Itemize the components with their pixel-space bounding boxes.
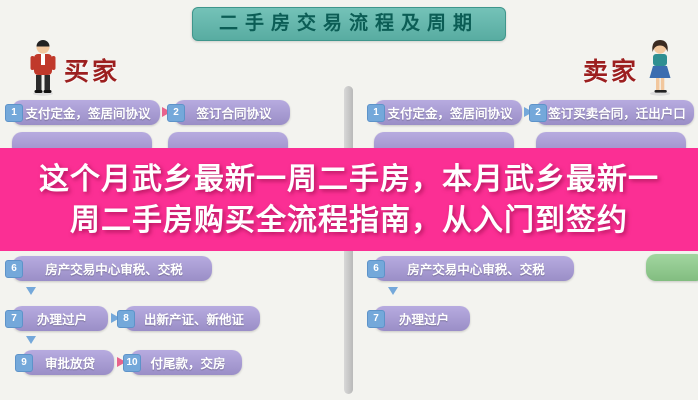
step-box: 6 房产交易中心审税、交税 bbox=[5, 256, 212, 281]
step-box: 7 办理过户 bbox=[367, 306, 470, 331]
step-number-badge: 6 bbox=[5, 259, 23, 278]
step-number-badge: 1 bbox=[367, 103, 385, 122]
step-label: 办理过户 bbox=[36, 313, 87, 327]
step-box: 2 签订买卖合同，迁出户口 bbox=[529, 100, 694, 125]
promo-banner: 这个月武乡最新一周二手房，本月武乡最新一 周二手房购买全流程指南，从入门到签约 bbox=[0, 148, 698, 251]
promo-line-1: 这个月武乡最新一周二手房，本月武乡最新一 bbox=[39, 162, 659, 196]
seller-icon bbox=[645, 38, 675, 101]
step-box: 10 付尾款，交房 bbox=[123, 350, 242, 375]
flow-arrow-right-icon bbox=[111, 313, 120, 323]
step-label: 签订买卖合同，迁出户口 bbox=[548, 107, 686, 121]
title-text: 二手房交易流程及周期 bbox=[218, 13, 480, 34]
step-label: 付尾款，交房 bbox=[150, 357, 226, 371]
step-label: 支付定金，签居间协议 bbox=[25, 107, 151, 121]
step-label: 审批放贷 bbox=[44, 357, 95, 371]
green-step-box bbox=[646, 254, 698, 281]
step-box: 7 办理过户 bbox=[5, 306, 108, 331]
buyer-label: 买家 bbox=[64, 58, 121, 86]
title-banner: 二手房交易流程及周期 bbox=[191, 7, 507, 41]
flow-arrow-down-icon bbox=[26, 336, 36, 344]
flow-arrow-right-icon bbox=[117, 357, 126, 367]
step-number-badge: 8 bbox=[117, 309, 135, 328]
buyer-icon bbox=[28, 38, 58, 101]
step-number-badge: 1 bbox=[5, 103, 23, 122]
step-label: 办理过户 bbox=[398, 313, 449, 327]
step-number-badge: 10 bbox=[123, 353, 141, 372]
step-box: 1 支付定金，签居间协议 bbox=[367, 100, 522, 125]
flow-arrow-down-icon bbox=[388, 287, 398, 295]
step-number-badge: 2 bbox=[529, 103, 547, 122]
step-number-badge: 2 bbox=[167, 103, 185, 122]
step-number-badge: 7 bbox=[5, 309, 23, 328]
step-label: 支付定金，签居间协议 bbox=[387, 107, 513, 121]
flow-arrow-right-icon bbox=[524, 107, 533, 117]
flow-arrow-right-icon bbox=[162, 107, 171, 117]
flow-arrow-down-icon bbox=[26, 287, 36, 295]
step-label: 出新产证、新他证 bbox=[143, 313, 244, 327]
step-box: 8 出新产证、新他证 bbox=[117, 306, 260, 331]
promo-line-2: 周二手房购买全流程指南，从入门到签约 bbox=[70, 203, 628, 237]
step-box: 9 审批放贷 bbox=[15, 350, 114, 375]
seller-label: 卖家 bbox=[583, 58, 640, 86]
step-label: 房产交易中心审税、交税 bbox=[407, 263, 545, 277]
step-box: 6 房产交易中心审税、交税 bbox=[367, 256, 574, 281]
step-label: 签订合同协议 bbox=[196, 107, 272, 121]
step-number-badge: 7 bbox=[367, 309, 385, 328]
step-box: 2 签订合同协议 bbox=[167, 100, 290, 125]
step-number-badge: 6 bbox=[367, 259, 385, 278]
step-label: 房产交易中心审税、交税 bbox=[45, 263, 183, 277]
step-number-badge: 9 bbox=[15, 353, 33, 372]
step-box: 1 支付定金，签居间协议 bbox=[5, 100, 160, 125]
